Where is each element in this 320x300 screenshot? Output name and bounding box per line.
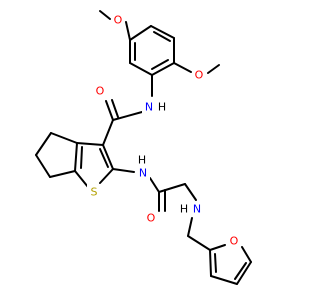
hydrogen-atom: H: [178, 202, 190, 216]
atom-label-nitrogen: N: [193, 203, 201, 216]
bond: [149, 177, 160, 193]
bond: [151, 62, 175, 76]
bond: [35, 132, 52, 156]
sulfur-atom: S: [87, 184, 101, 199]
atom-label-nitrogen: N: [145, 101, 153, 114]
bond: [99, 10, 111, 20]
bond: [111, 99, 119, 118]
atom-label-hydrogen: H: [138, 154, 146, 167]
bond: [207, 64, 220, 74]
bond: [184, 183, 197, 201]
bond: [158, 183, 186, 193]
oxygen-atom: O: [144, 211, 158, 225]
bond: [112, 168, 135, 173]
oxygen-atom: O: [192, 68, 206, 82]
bond: [125, 21, 131, 41]
bond: [187, 217, 193, 237]
bond: [241, 246, 252, 263]
bond: [153, 31, 171, 42]
bond: [209, 249, 212, 277]
atom-label-oxygen: O: [147, 212, 156, 225]
bond: [236, 261, 252, 285]
bond: [76, 142, 104, 146]
atom-label-sulfur: S: [91, 186, 98, 199]
bond: [173, 62, 192, 73]
atom-label-oxygen: O: [96, 85, 105, 98]
bond: [187, 235, 211, 251]
oxygen-atom: O: [227, 234, 241, 248]
bond: [99, 148, 109, 168]
bond: [35, 154, 51, 178]
atom-label-oxygen: O: [230, 235, 239, 248]
hydrogen-atom: H: [156, 100, 168, 114]
bond: [234, 262, 247, 280]
atom-label-hydrogen: H: [180, 203, 188, 216]
bond: [102, 144, 114, 170]
bond: [74, 142, 78, 172]
bond: [210, 275, 238, 285]
atom-labels: O O O N H N H O: [87, 13, 241, 248]
molecule-structure: O O O N H N H O: [35, 10, 252, 285]
oxygen-atom: O: [93, 84, 107, 98]
bond: [150, 25, 175, 39]
bond: [49, 170, 76, 178]
nitrogen-atom: N: [190, 202, 204, 216]
bond: [74, 170, 89, 188]
bond: [99, 168, 114, 184]
bond: [129, 25, 152, 41]
bond: [151, 59, 169, 70]
oxygen-atom: O: [111, 13, 125, 27]
bonds: [35, 10, 252, 285]
atom-label-oxygen: O: [114, 14, 123, 27]
bond: [105, 100, 114, 121]
bond: [209, 244, 226, 251]
bond: [112, 111, 143, 121]
nitrogen-atom: N: [142, 100, 156, 114]
bond: [102, 119, 114, 146]
nitrogen-atom: N: [136, 166, 150, 180]
bond: [214, 253, 217, 273]
bond: [129, 62, 153, 76]
bond: [80, 146, 83, 169]
bond: [50, 132, 78, 144]
atom-label-nitrogen: N: [139, 167, 147, 180]
hydrogen-atom: H: [136, 154, 148, 167]
atom-label-oxygen: O: [195, 69, 204, 82]
atom-label-hydrogen: H: [158, 101, 166, 114]
